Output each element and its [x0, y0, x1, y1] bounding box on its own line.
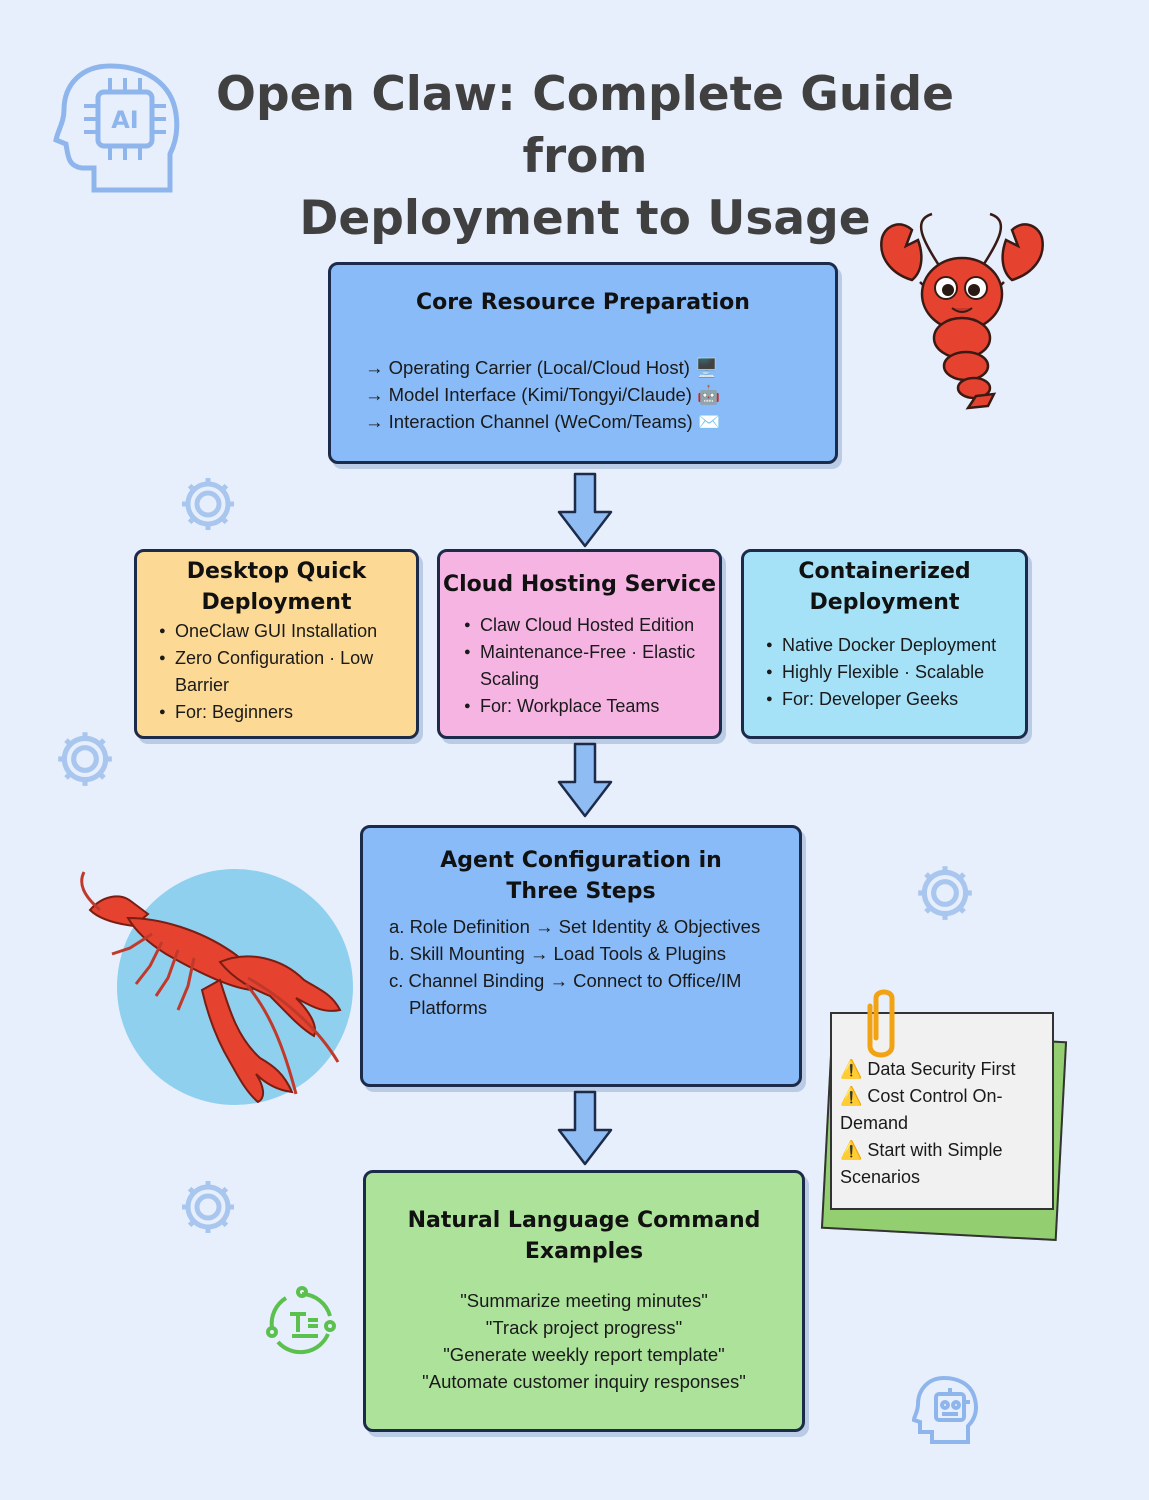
command-example: "Generate weekly report template": [443, 1344, 725, 1365]
text-cycle-icon: [266, 1286, 336, 1355]
cloud-item: Maintenance-Free · Elastic Scaling: [464, 639, 707, 693]
desktop-title-line-2: Deployment: [201, 590, 352, 615]
note-item-simple: ⚠️ Start with Simple Scenarios: [840, 1140, 1003, 1187]
gear-icon: [182, 1181, 234, 1233]
agent-title-line-1: Agent Configuration in: [440, 848, 722, 873]
gear-icon: [918, 866, 972, 920]
docker-title-line-2: Deployment: [809, 590, 960, 615]
cloud-hosting-title: Cloud Hosting Service: [442, 572, 717, 597]
desktop-item: For: Beginners: [159, 699, 404, 726]
docker-item: Native Docker Deployment: [766, 632, 1017, 659]
cloud-hosting-box: Cloud Hosting Service Claw Cloud Hosted …: [437, 549, 722, 739]
page-title: Open Claw: Complete Guide from Deploymen…: [150, 64, 1020, 250]
core-item-model: → Model Interface (Kimi/Tongyi/Claude) 🤖: [365, 384, 721, 405]
desktop-deployment-title: Desktop Quick Deployment: [137, 556, 416, 618]
desktop-item: OneClaw GUI Installation: [159, 618, 404, 645]
agent-configuration-title: Agent Configuration in Three Steps: [363, 845, 799, 907]
nlc-title-line-1: Natural Language Command: [407, 1208, 761, 1233]
note-item-cost: ⚠️ Cost Control On-Demand: [840, 1086, 1003, 1133]
cloud-item: For: Workplace Teams: [464, 693, 707, 720]
down-arrow-icon: [557, 742, 613, 818]
desktop-deployment-box: Desktop Quick Deployment OneClaw GUI Ins…: [134, 549, 419, 739]
command-examples-title: Natural Language Command Examples: [366, 1205, 802, 1267]
command-examples-box: Natural Language Command Examples "Summa…: [363, 1170, 805, 1432]
ai-head-icon: AI: [53, 63, 180, 193]
core-item-carrier: → Operating Carrier (Local/Cloud Host) 🖥…: [365, 357, 719, 378]
desktop-title-line-1: Desktop Quick: [186, 559, 367, 584]
agent-step-role: a. Role Definition → Set Identity & Obje…: [389, 916, 761, 937]
cloud-item: Claw Cloud Hosted Edition: [464, 612, 707, 639]
containerized-deployment-title: Containerized Deployment: [744, 556, 1025, 618]
core-item-channel: → Interaction Channel (WeCom/Teams) ✉️: [365, 411, 721, 432]
note-item-security: ⚠️ Data Security First: [840, 1059, 1016, 1079]
lobster-illustration: [80, 869, 353, 1105]
nlc-title-line-2: Examples: [524, 1239, 644, 1264]
core-resource-box: Core Resource Preparation → Operating Ca…: [328, 262, 838, 464]
down-arrow-icon: [557, 1090, 613, 1166]
down-arrow-icon: [557, 472, 613, 548]
paperclip-icon: [867, 989, 895, 1058]
docker-item: Highly Flexible · Scalable: [766, 659, 1017, 686]
page-title-line-2: Deployment to Usage: [299, 191, 871, 246]
sticky-note: ⚠️ Data Security First ⚠️ Cost Control O…: [830, 1012, 1054, 1210]
robot-head-icon: [912, 1375, 978, 1444]
svg-text:AI: AI: [111, 106, 139, 134]
core-resource-title: Core Resource Preparation: [416, 290, 750, 315]
agent-title-line-2: Three Steps: [506, 879, 656, 904]
page-title-line-1: Open Claw: Complete Guide from: [216, 67, 954, 184]
gear-icon: [182, 478, 234, 530]
containerized-deployment-box: Containerized Deployment Native Docker D…: [741, 549, 1028, 739]
agent-configuration-box: Agent Configuration in Three Steps a. Ro…: [360, 825, 802, 1087]
desktop-item: Zero Configuration · Low Barrier: [159, 645, 404, 699]
command-example: "Summarize meeting minutes": [460, 1290, 708, 1311]
command-example: "Automate customer inquiry responses": [422, 1371, 746, 1392]
docker-item: For: Developer Geeks: [766, 686, 1017, 713]
command-example: "Track project progress": [485, 1317, 683, 1338]
docker-title-line-1: Containerized: [798, 559, 971, 584]
lobster-cartoon-icon: [880, 212, 1044, 410]
agent-step-skill: b. Skill Mounting → Load Tools & Plugins: [389, 943, 726, 964]
agent-step-channel: c. Channel Binding → Connect to Office/I…: [389, 970, 742, 1018]
gear-icon: [58, 732, 112, 786]
